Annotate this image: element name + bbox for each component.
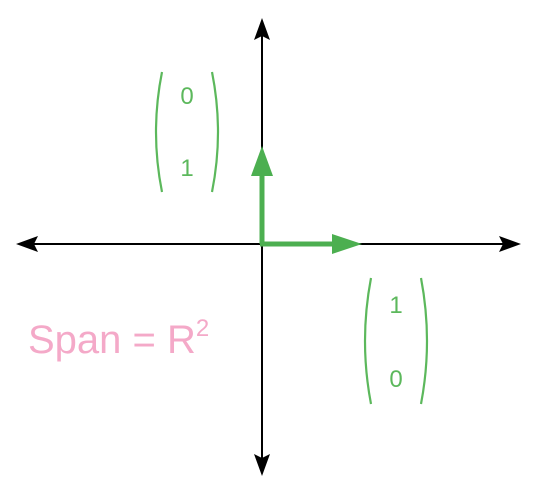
basis-vector-e1 — [260, 234, 362, 254]
e2-left-bracket — [154, 71, 164, 193]
e1-arrowhead — [332, 234, 362, 254]
e2-top-entry: 0 — [180, 83, 193, 110]
e2-bottom-entry: 1 — [180, 155, 193, 182]
y-axis-top-arrowhead — [254, 18, 270, 40]
span-label: Span = R2 — [28, 315, 209, 362]
basis-vector-e2 — [251, 146, 273, 244]
y-axis — [254, 18, 270, 476]
e2-arrowhead — [251, 146, 273, 176]
x-axis-right-arrowhead — [499, 236, 521, 252]
y-axis-bottom-arrowhead — [254, 454, 270, 476]
x-axis-left-arrowhead — [16, 236, 38, 252]
e2-right-bracket — [210, 71, 220, 193]
e1-left-bracket — [363, 277, 373, 405]
span-label-text: Span = R — [28, 318, 196, 362]
e1-bottom-entry: 0 — [389, 366, 402, 393]
column-vector-e1: 1 0 — [363, 277, 429, 405]
e1-right-bracket — [419, 277, 429, 405]
span-label-superscript: 2 — [196, 315, 209, 342]
e1-top-entry: 1 — [389, 292, 402, 319]
column-vector-e2: 0 1 — [154, 71, 220, 193]
